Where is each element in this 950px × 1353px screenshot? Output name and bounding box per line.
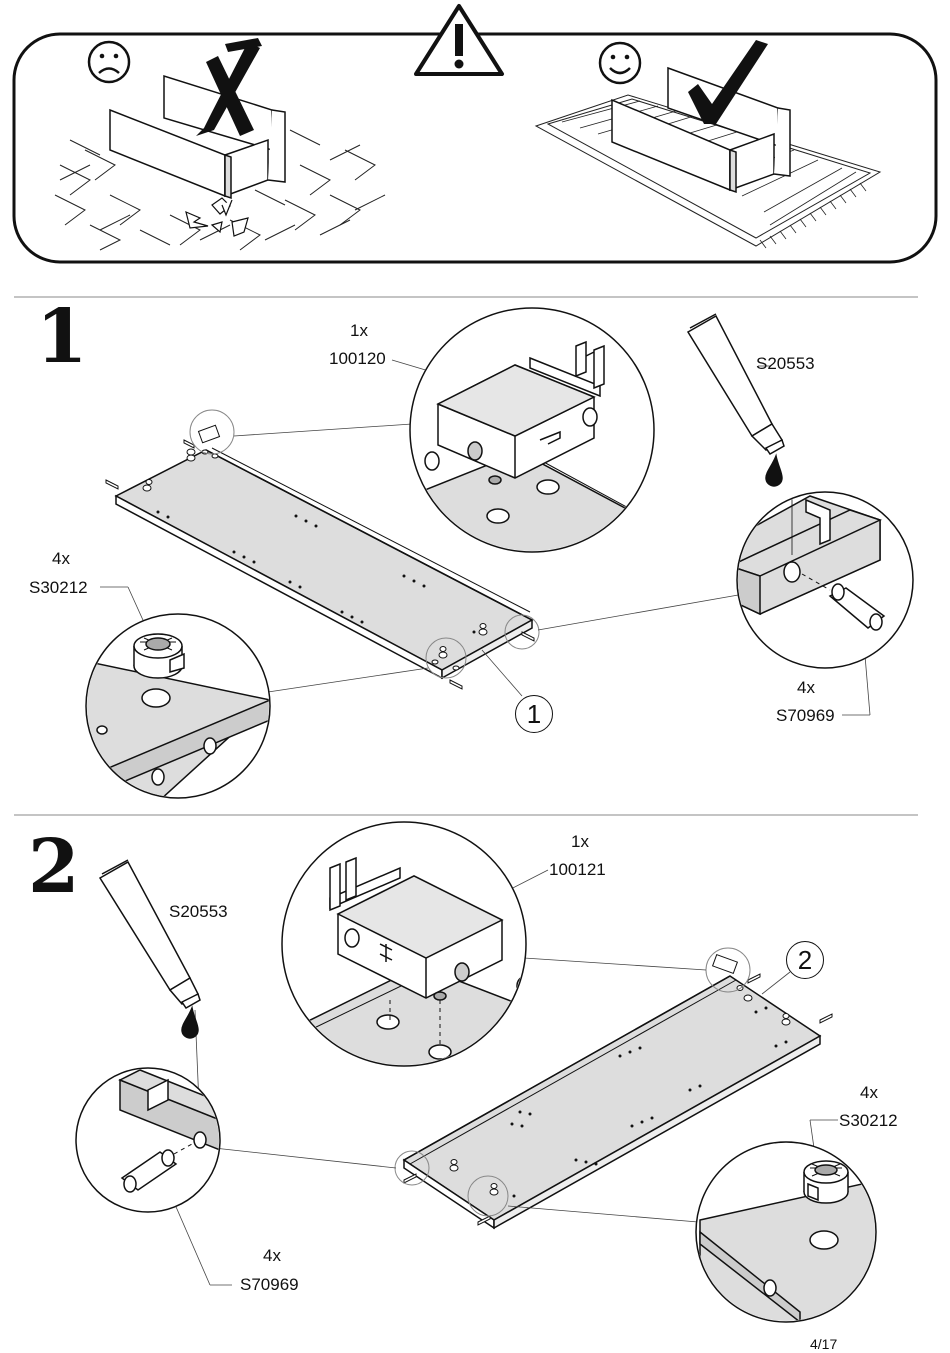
step1-drawing — [85, 307, 914, 799]
warning-panel — [12, 4, 938, 264]
step2-panel-holes — [510, 1006, 788, 1198]
step-callout: 2 — [786, 941, 824, 979]
step2-cam-detail — [695, 1141, 877, 1323]
cross-mark-icon — [196, 38, 262, 136]
step-callout: 1 — [515, 695, 553, 733]
part-code: S30212 — [839, 1111, 898, 1130]
part-quantity: 1x — [571, 832, 589, 851]
part-quantity: 1x — [350, 321, 368, 340]
step1-panel — [114, 447, 534, 680]
page-number: 4/17 — [810, 1336, 838, 1352]
step1-bracket-detail — [409, 307, 655, 553]
tile-floor-drawing — [51, 99, 386, 253]
part-code: 100121 — [549, 860, 606, 879]
step1-glue-tube-icon — [686, 313, 785, 487]
part-code: S30212 — [29, 578, 88, 597]
part-code: S70969 — [776, 706, 835, 725]
step-number: 1 — [36, 294, 88, 380]
part-code: S20553 — [169, 902, 228, 921]
part-code: 100120 — [329, 349, 386, 368]
step2-drawing — [75, 821, 877, 1323]
step2-panel-fittings — [403, 953, 833, 1226]
part-code: S20553 — [756, 354, 815, 373]
warning-triangle-icon — [414, 4, 504, 76]
part-code: S70969 — [240, 1275, 299, 1294]
step2-bracket-detail — [281, 821, 527, 1067]
smiley-face-icon — [598, 41, 642, 85]
part-quantity: 4x — [860, 1083, 878, 1102]
step1-cam-detail — [85, 613, 271, 799]
step1-panel-fittings — [105, 424, 535, 690]
sad-face-icon — [87, 40, 131, 84]
step1-panel-holes — [156, 510, 476, 634]
step2-panel — [402, 975, 822, 1230]
part-quantity: 4x — [52, 549, 70, 568]
part-quantity: 4x — [797, 678, 815, 697]
cabinet-on-tiles-drawing — [109, 74, 286, 200]
step2-glue-tube-icon — [98, 859, 201, 1039]
step2-dowel-detail — [75, 1067, 221, 1213]
broken-pieces-drawing — [185, 197, 249, 237]
step-number: 2 — [28, 824, 80, 910]
part-quantity: 4x — [263, 1246, 281, 1265]
check-mark-icon — [688, 40, 768, 124]
step1-dowel-detail — [736, 491, 914, 669]
